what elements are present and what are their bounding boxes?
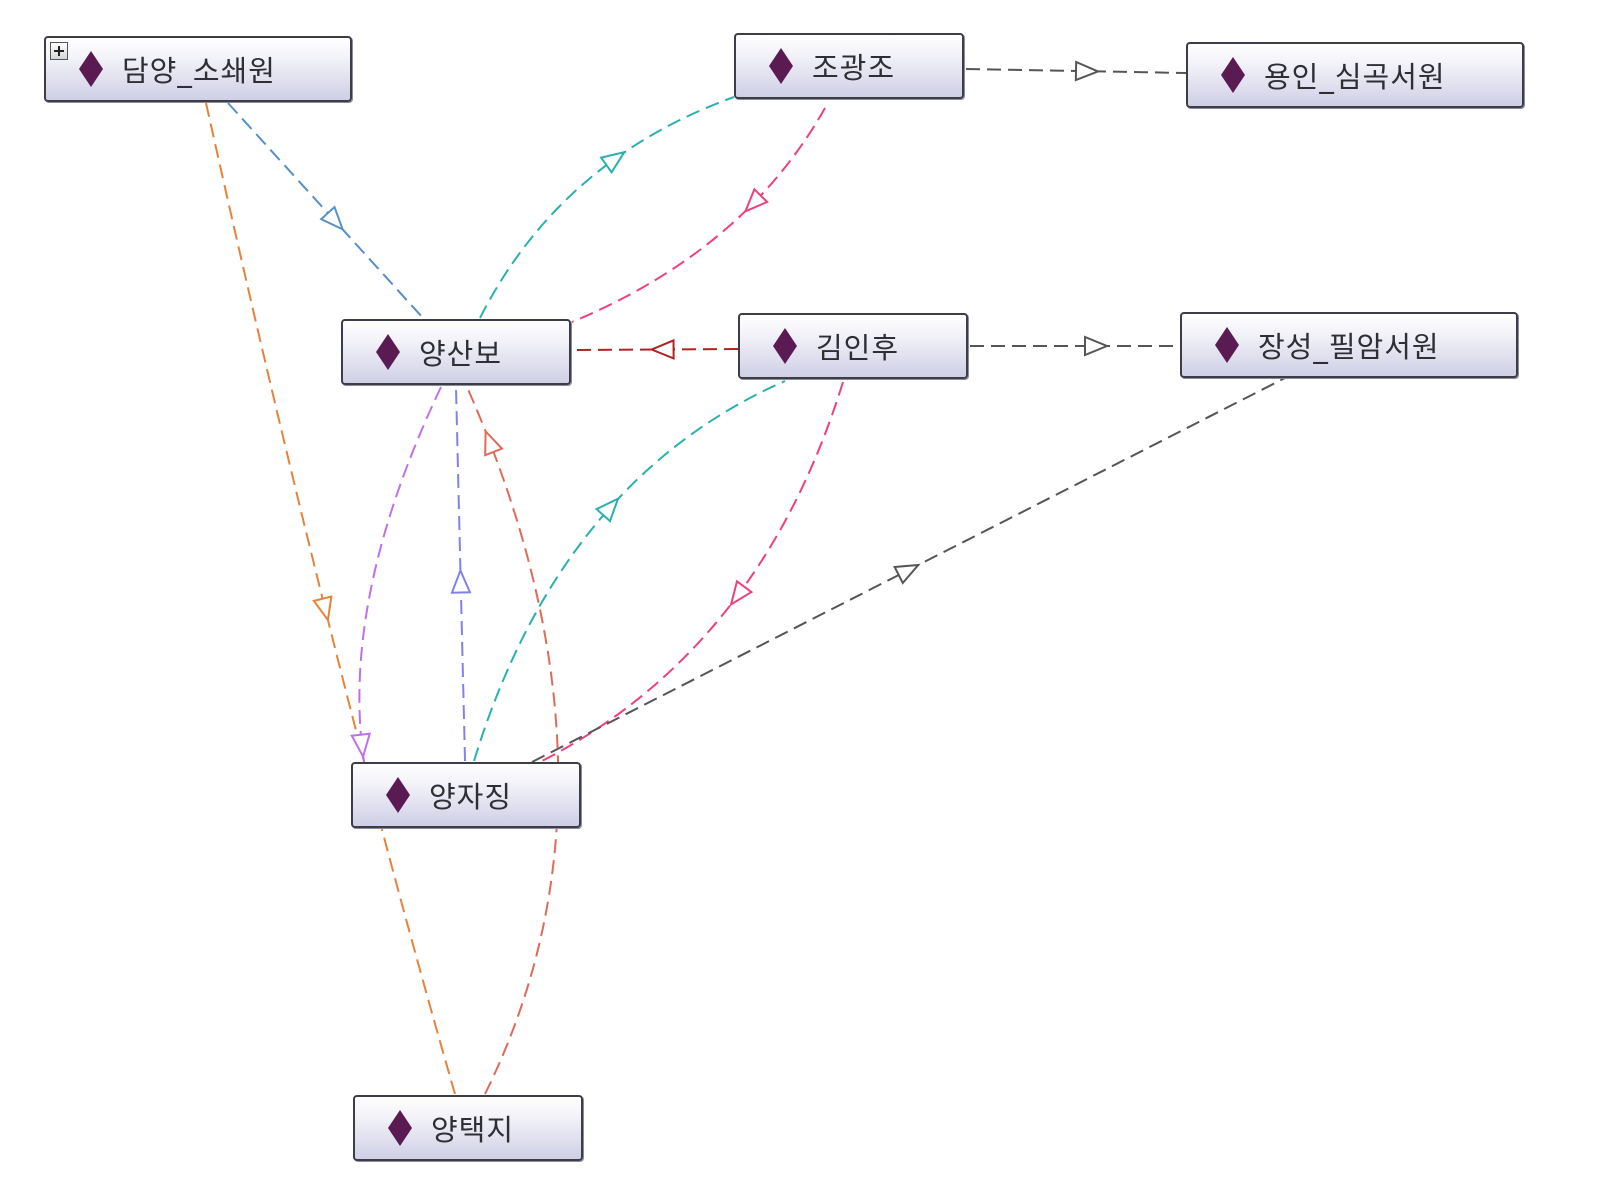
diamond-icon <box>79 51 103 87</box>
diamond-icon <box>769 48 793 84</box>
edge-arrowhead-damyang-to-yangsanbo <box>319 205 345 232</box>
diamond-icon <box>773 328 797 364</box>
diamond-icon <box>388 1110 412 1146</box>
node-label: 조광조 <box>812 51 896 85</box>
node-label: 양자징 <box>429 780 513 814</box>
node-yangjajing[interactable]: 양자징 <box>351 762 581 828</box>
diamond-icon <box>1221 57 1245 93</box>
node-label: 담양_소쇄원 <box>122 54 276 88</box>
edge-arrowhead-yangtaekji-to-yangjajing <box>484 428 504 457</box>
edge-arrowhead-yangsanbo-to-jo <box>599 150 627 175</box>
node-yongin[interactable]: 용인_심곡서원 <box>1186 42 1524 108</box>
edge-arrowhead-jo-to-yongin <box>1074 60 1101 82</box>
edge-damyang-to-yangsanbo[interactable] <box>227 102 424 319</box>
edge-arrowhead-damyang-to-yangtaekji <box>312 595 333 623</box>
edge-yangjajing-to-kim[interactable] <box>473 380 786 762</box>
edge-yangsanbo-to-yangjajing[interactable] <box>358 386 442 763</box>
edge-arrowhead-kim-to-yangjajing <box>729 579 754 607</box>
edge-yangsanbo-to-jo[interactable] <box>479 96 735 319</box>
edge-arrowhead-yangsanbo-to-yangjajing <box>350 732 372 760</box>
diamond-icon <box>1215 327 1239 363</box>
node-label: 양택지 <box>431 1113 515 1147</box>
node-yangtaekji[interactable]: 양택지 <box>353 1095 583 1161</box>
edge-arrowhead-yangjajing-to-jangseong <box>893 563 921 585</box>
node-kim[interactable]: 김인후 <box>738 313 968 379</box>
expand-plus-icon[interactable] <box>50 42 68 60</box>
edge-kim-to-yangsanbo[interactable] <box>573 348 739 351</box>
edge-damyang-to-yangtaekji[interactable] <box>205 102 456 1095</box>
node-label: 김인후 <box>816 331 900 365</box>
node-damyang[interactable]: 담양_소쇄원 <box>44 36 352 102</box>
edge-arrowhead-kim-to-jangseong <box>1084 335 1110 357</box>
node-yangsanbo[interactable]: 양산보 <box>341 319 571 385</box>
node-jangseong[interactable]: 장성_필암서원 <box>1180 312 1518 378</box>
node-label: 양산보 <box>419 337 503 371</box>
node-label: 장성_필암서원 <box>1258 330 1440 364</box>
edge-jo-to-yangsanbo[interactable] <box>571 107 826 323</box>
diamond-icon <box>386 777 410 813</box>
edge-kim-to-yangjajing[interactable] <box>539 381 844 763</box>
node-label: 용인_심곡서원 <box>1264 60 1446 94</box>
node-jo[interactable]: 조광조 <box>734 33 964 99</box>
edge-yangtaekji-to-yangjajing[interactable] <box>466 386 560 1095</box>
edge-arrowhead-yangjajing-to-kim <box>594 496 620 523</box>
edge-arrowhead-yangjajing-to-yangsanbo <box>450 567 472 594</box>
edge-arrowhead-kim-to-yangsanbo <box>648 338 675 360</box>
diamond-icon <box>376 334 400 370</box>
edge-arrowhead-jo-to-yangsanbo <box>743 187 769 214</box>
